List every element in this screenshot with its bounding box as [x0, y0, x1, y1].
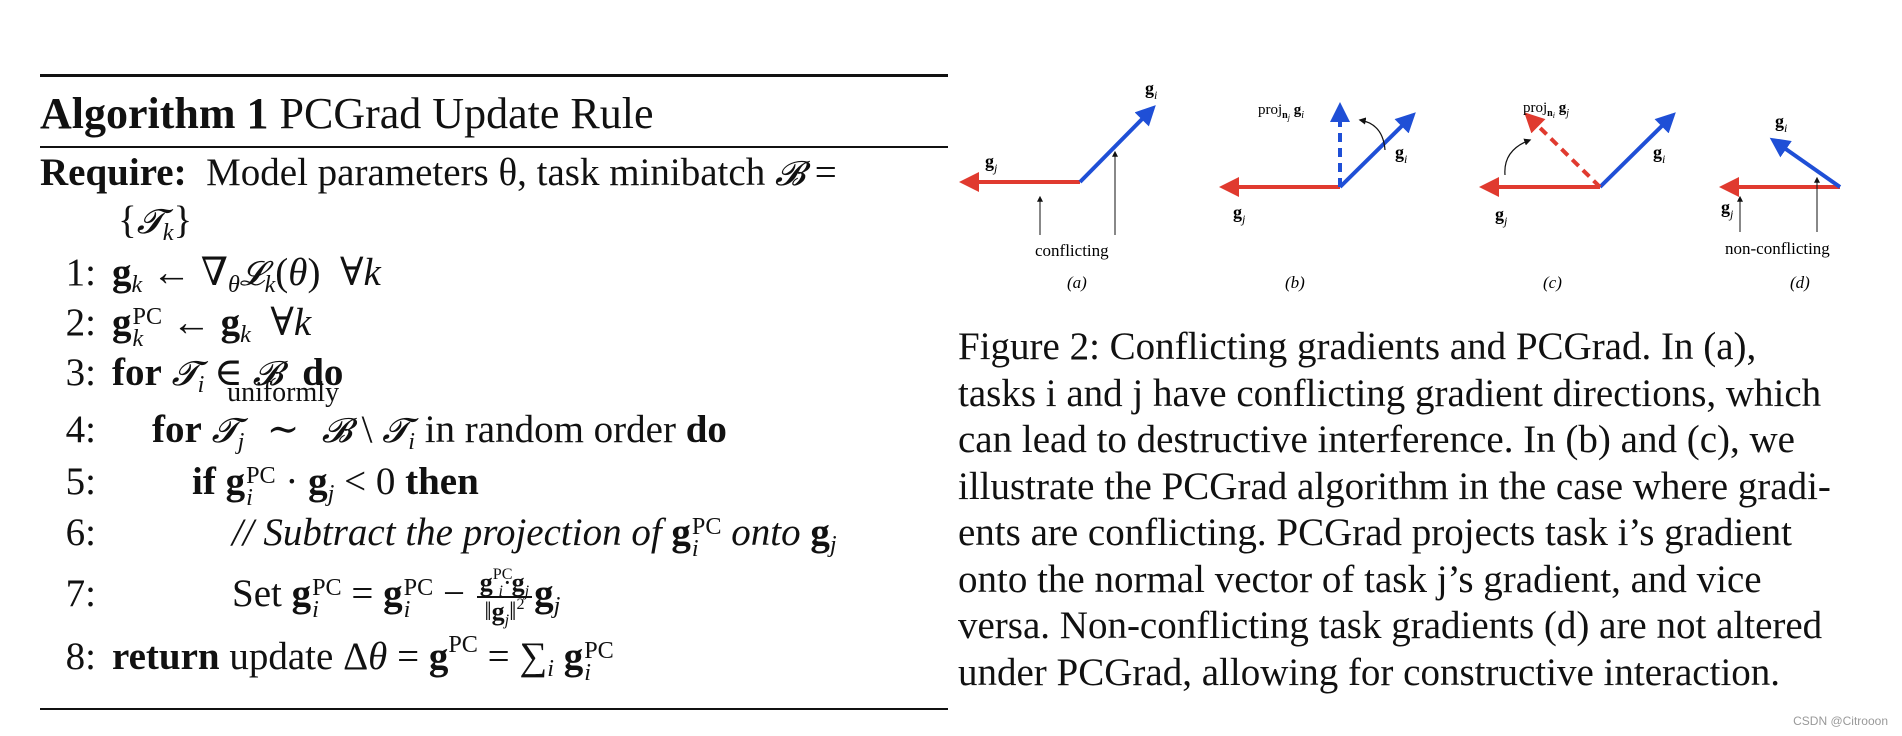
caption-line: can lead to destructive interference. In… — [958, 418, 1795, 461]
svg-text:gi: gi — [1145, 78, 1157, 102]
svg-text:gi: gi — [1395, 142, 1407, 166]
svg-text:gj: gj — [985, 151, 998, 175]
projection-arrow — [1524, 112, 1602, 189]
caption-line: under PCGrad, allowing for constructive … — [958, 650, 1781, 694]
svg-text:gj: gj — [1495, 204, 1508, 228]
projection-fraction: gPCi·gj‖gj‖2 — [476, 567, 533, 628]
svg-text:gj: gj — [1233, 202, 1246, 226]
comment-text: // Subtract the projection of — [232, 511, 662, 554]
caption-line: onto the normal vector of task j’s gradi… — [958, 557, 1762, 601]
panel-label-d: (d) — [1790, 273, 1810, 292]
caption-line: tasks i and j have conflicting gradient … — [958, 371, 1822, 415]
svg-text:projnj gi: projnj gi — [1258, 102, 1304, 122]
caption-line: versa. Non-conflicting task gradients (d… — [958, 604, 1823, 647]
gradient-i-arrow — [1078, 105, 1156, 184]
algorithm-title: Algorithm 1 PCGrad Update Rule — [40, 88, 653, 139]
figure-caption: Figure 2: Conflicting gradients and PCGr… — [958, 324, 1878, 696]
panel-label-b: (b) — [1285, 273, 1305, 292]
annotation-non-conflicting: non-conflicting — [1725, 239, 1830, 258]
algorithm-mid-rule — [40, 146, 948, 148]
panel-label-a: (a) — [1067, 273, 1087, 292]
watermark: CSDN @Citrooon — [1793, 714, 1888, 728]
panel-a: gi gj conflicting (a) — [959, 78, 1157, 292]
gradient-figure: gi gj conflicting (a) projnj gi gi gj (b… — [955, 70, 1885, 310]
svg-text:gi: gi — [1653, 142, 1665, 166]
svg-text:gi: gi — [1775, 111, 1787, 135]
algorithm-label: Algorithm 1 — [40, 89, 269, 138]
svg-text:gj: gj — [1721, 197, 1734, 221]
panel-b: projnj gi gi gj (b) — [1219, 102, 1416, 292]
require-text: Model parameters θ, task minibatch — [206, 151, 775, 194]
caption-line: ents are conflicting. PCGrad projects ta… — [958, 511, 1792, 554]
algorithm-name: PCGrad Update Rule — [279, 89, 654, 138]
panel-d: gi gj non-conflicting (d) — [1719, 111, 1842, 292]
require-keyword: Require: — [40, 151, 187, 194]
caption-line: illustrate the PCGrad algorithm in the c… — [958, 464, 1831, 508]
require-line: Require: Model parameters θ, task miniba… — [40, 151, 837, 194]
panel-c: projni gj gi gj (c) — [1479, 100, 1676, 292]
panel-label-c: (c) — [1543, 273, 1562, 292]
svg-text:projni gj: projni gj — [1523, 100, 1569, 120]
caption-line: Figure 2: Conflicting gradients and PCGr… — [958, 325, 1757, 368]
require-set-line: {𝓣k} — [118, 199, 193, 247]
gradient-diagram: gi gj conflicting (a) projnj gi gi gj (b… — [959, 78, 1842, 292]
annotation-conflicting: conflicting — [1035, 241, 1109, 260]
algorithm-bottom-rule — [40, 708, 948, 710]
algorithm-top-rule — [40, 74, 948, 77]
